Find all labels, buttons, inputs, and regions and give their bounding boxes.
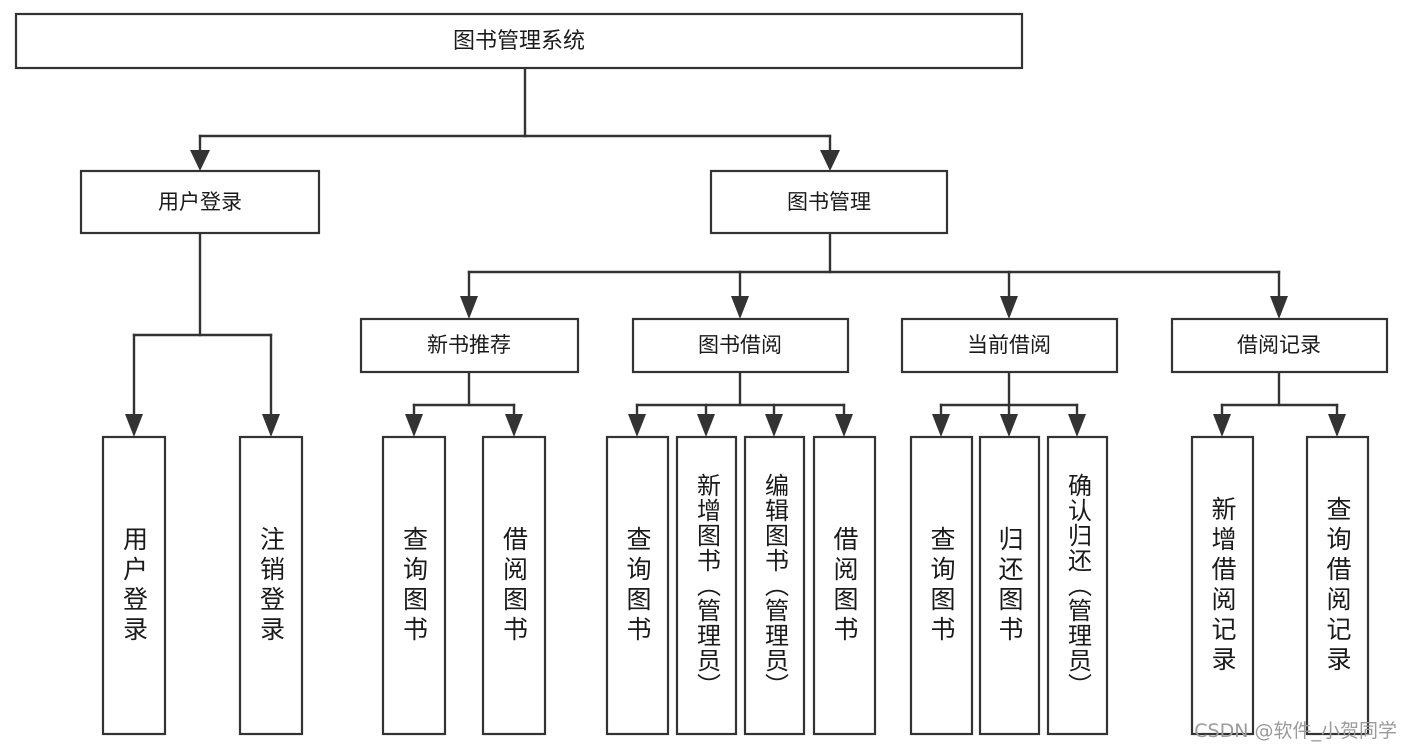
arrow-head-leaf-logout [262,414,280,437]
connector-group [125,66,1346,437]
node-box-leaf-confirm-return[interactable] [1046,435,1109,736]
label-borrow-record: 借阅记录 [1237,333,1321,357]
label-book-manage: 图书管理 [787,190,871,214]
node-box-book-borrow[interactable] [631,317,850,374]
horizontal-label-group: 图书管理系统 用户登录 图书管理 新书推荐 图书借阅 当前借阅 借阅记录 [158,29,1321,357]
node-box-leaf-query-book-1[interactable] [381,435,447,736]
arrow-head-leaf-query-book-2 [628,414,646,437]
node-box-leaf-edit-book[interactable] [743,435,806,736]
arrow-head-leaf-borrow-book-2 [835,414,853,437]
label-user-login: 用户登录 [158,190,242,214]
arrow-head-leaf-confirm-return [1068,414,1086,437]
arrow-head-book-manage [820,150,840,171]
label-root: 图书管理系统 [453,29,585,54]
node-box-leaf-borrow-book-2[interactable] [812,435,877,736]
arrow-head-leaf-user-login [125,414,143,437]
node-box-current-borrow[interactable] [900,317,1119,374]
arrow-head-new-book-rec [460,296,478,319]
arrow-head-book-borrow [731,296,749,319]
arrow-head-leaf-edit-book [765,414,783,437]
arrow-head-borrow-record [1270,296,1288,319]
node-box-leaf-logout[interactable] [238,435,304,736]
node-box-leaf-return-book[interactable] [978,435,1041,736]
arrow-head-leaf-return-book [1000,414,1018,437]
node-box-leaf-user-login[interactable] [101,435,167,736]
node-box-leaf-add-record[interactable] [1190,435,1255,736]
node-box-root[interactable] [14,12,1024,70]
node-box-group [14,12,1389,736]
arrow-head-leaf-add-book [697,414,715,437]
node-box-book-manage[interactable] [709,169,949,235]
label-current-borrow: 当前借阅 [967,333,1051,357]
arrow-head-leaf-borrow-book-1 [505,414,523,437]
arrow-head-leaf-query-book-1 [405,414,423,437]
node-box-user-login[interactable] [79,169,321,235]
node-box-leaf-add-book[interactable] [675,435,738,736]
arrow-head-leaf-query-book-3 [932,414,950,437]
label-new-book-rec: 新书推荐 [427,333,511,357]
node-box-leaf-query-book-2[interactable] [605,435,670,736]
node-box-leaf-query-book-3[interactable] [909,435,974,736]
node-box-borrow-record[interactable] [1170,317,1389,374]
arrow-head-current-borrow [1000,296,1018,319]
arrow-head-leaf-add-record [1213,414,1231,437]
arrow-head-leaf-query-record [1328,414,1346,437]
arrow-head-user-login [190,150,210,171]
node-box-leaf-borrow-book-1[interactable] [481,435,547,736]
node-box-leaf-query-record[interactable] [1305,435,1370,736]
node-box-new-book-rec[interactable] [359,317,580,374]
label-book-borrow: 图书借阅 [698,333,782,357]
